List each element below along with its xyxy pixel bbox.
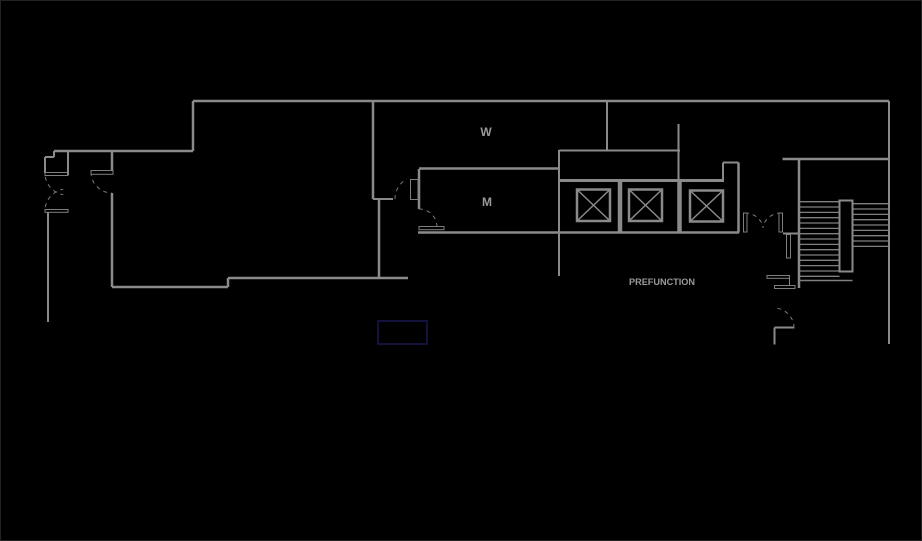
door-leaf (778, 212, 783, 233)
door-leaf (418, 226, 445, 231)
door-leaf (44, 172, 69, 176)
door-leaf (90, 170, 114, 175)
highlight-layer (377, 320, 428, 345)
stair-center-rail (838, 199, 854, 273)
elevator-shaft-1 (575, 188, 612, 223)
elevator-shaft-3 (688, 189, 725, 223)
door-swing-arc (773, 307, 795, 329)
highlight-rectangle (377, 320, 428, 345)
elevator-x-mark (628, 188, 663, 222)
stairwell (799, 199, 889, 282)
room-label-w: W (480, 125, 492, 139)
door-leaf (774, 285, 796, 289)
door-leaf (743, 212, 748, 233)
door-swing-arc (762, 212, 782, 228)
elevator-shaft-2 (627, 188, 664, 223)
door-leaf (766, 275, 790, 279)
door-swing-arc (418, 208, 438, 228)
labels-layer: W M PREFUNCTION (480, 125, 695, 288)
door-swing-arc (44, 188, 64, 208)
door-swing-arc (44, 176, 64, 196)
door-leaf (786, 234, 791, 259)
elevator-x-mark (689, 189, 724, 223)
door-swing-arc (90, 171, 113, 194)
elevator-x-mark (576, 188, 611, 222)
door-swing-arc (394, 178, 407, 200)
room-label-m: M (482, 195, 492, 209)
elevator-core (575, 188, 725, 223)
walls-layer (44, 99, 890, 345)
door-leaf (44, 209, 69, 213)
room-label-prefunction: PREFUNCTION (629, 277, 695, 288)
door-swing-arc (744, 212, 764, 228)
door-leaf (410, 179, 419, 200)
door-swings-layer (44, 171, 795, 329)
